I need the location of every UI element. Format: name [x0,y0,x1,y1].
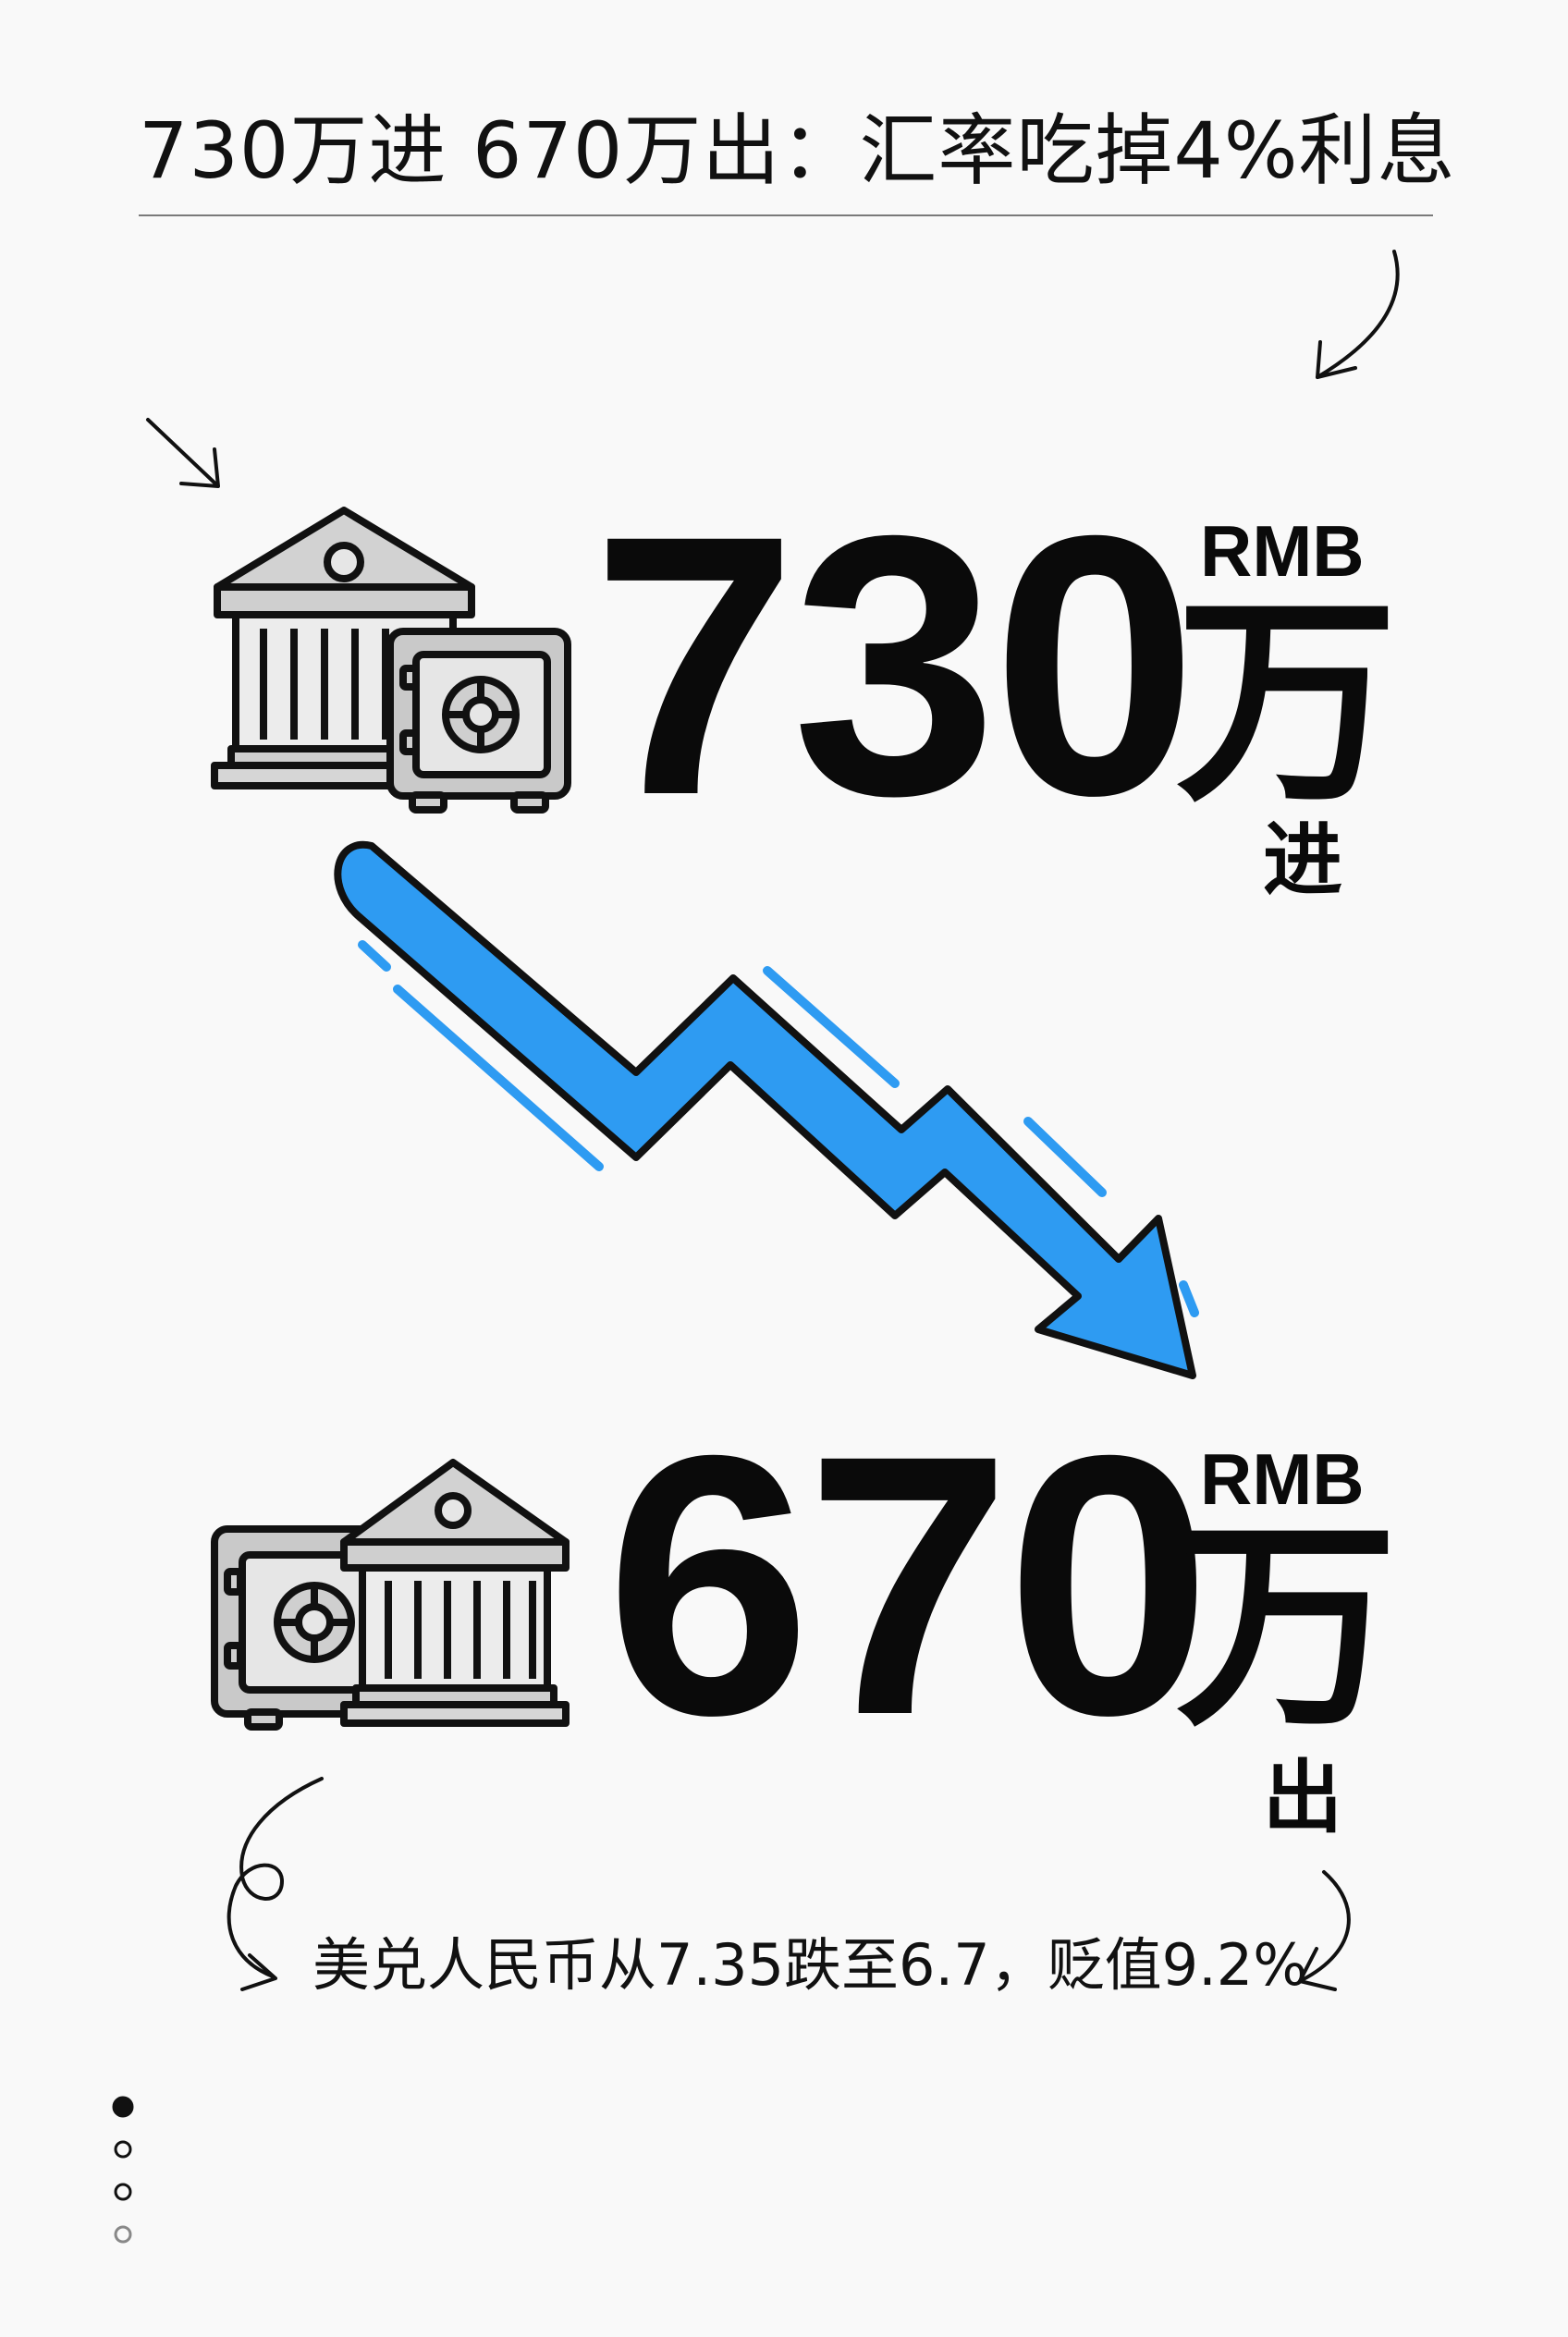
page-dot-2[interactable] [114,2140,132,2159]
loop-arrow-icon [227,1777,324,1978]
amount-out-wan: 万 [1176,1498,1399,1756]
amount-in-value: 730 [592,459,1197,872]
safe-icon [386,628,571,814]
page-dot-1[interactable] [112,2096,134,2118]
curved-arrow-icon [1300,1870,1351,1982]
small-arrow-icon [146,418,219,487]
exchange-rate-caption: 美兑人民币从7.35跌至6.7，贬值9.2% [312,1931,1308,1999]
curved-arrow-icon [1316,250,1400,379]
amount-in-direction: 进 [1263,814,1342,907]
page-dot-4[interactable] [114,2225,132,2244]
page-title: 730万进 670万出：汇率吃掉4%利息 [139,105,1456,196]
amount-in-currency: RMB [1200,510,1365,592]
page-dot-3[interactable] [114,2183,132,2201]
title-divider [139,214,1433,216]
amount-in-wan: 万 [1176,573,1399,832]
amount-out-value: 670 [606,1378,1211,1792]
arrow-head-icon [1316,340,1357,379]
amount-out-direction: 出 [1263,1752,1342,1844]
amount-out-currency: RMB [1200,1438,1365,1520]
bank-icon [340,1459,570,1727]
